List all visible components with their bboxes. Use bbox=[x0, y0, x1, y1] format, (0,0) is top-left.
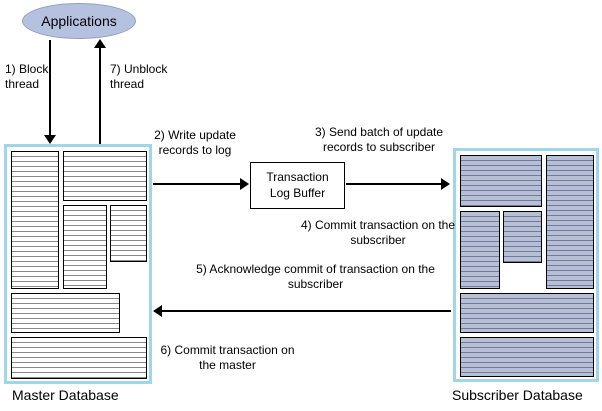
table-segment bbox=[503, 211, 542, 263]
step-2-label: 2) Write update records to log bbox=[154, 128, 236, 157]
arrow-down-icon bbox=[44, 135, 56, 144]
master-database-label: Master Database bbox=[12, 387, 119, 403]
step-7-label: 7) Unblock thread bbox=[110, 62, 168, 91]
table-segment bbox=[460, 211, 500, 289]
table-segment bbox=[63, 151, 147, 201]
block-thread-arrow bbox=[49, 40, 51, 135]
step-4-label: 4) Commit transaction on the subscriber bbox=[300, 218, 456, 247]
subscriber-database-node bbox=[453, 148, 599, 382]
write-records-arrow bbox=[153, 183, 241, 185]
step-3-label: 3) Send batch of update records to subsc… bbox=[314, 125, 444, 154]
table-segment bbox=[11, 337, 147, 379]
table-segment bbox=[11, 293, 120, 333]
master-database-node bbox=[4, 144, 152, 384]
arrow-right-icon bbox=[240, 178, 249, 190]
transaction-log-buffer-node: Transaction Log Buffer bbox=[250, 162, 345, 209]
subscriber-database-label: Subscriber Database bbox=[452, 387, 583, 403]
step-6-label: 6) Commit transaction on the master bbox=[160, 343, 295, 372]
acknowledge-arrow bbox=[161, 310, 451, 312]
table-segment bbox=[460, 293, 594, 333]
table-segment bbox=[460, 155, 542, 207]
arrow-left-icon bbox=[153, 305, 162, 317]
applications-node: Applications bbox=[22, 3, 136, 39]
arrow-right-icon bbox=[441, 178, 450, 190]
table-segment bbox=[110, 205, 147, 262]
table-segment bbox=[546, 155, 594, 289]
step-1-label: 1) Block thread bbox=[5, 62, 49, 91]
step-5-label: 5) Acknowledge commit of transaction on … bbox=[196, 262, 435, 291]
table-segment bbox=[63, 205, 107, 289]
applications-label: Applications bbox=[41, 13, 117, 29]
table-segment bbox=[460, 337, 594, 377]
unblock-thread-arrow bbox=[99, 48, 101, 144]
send-batch-arrow bbox=[346, 183, 442, 185]
table-segment bbox=[11, 151, 59, 289]
transaction-log-buffer-label: Transaction Log Buffer bbox=[266, 169, 329, 200]
arrow-up-icon bbox=[94, 39, 106, 48]
